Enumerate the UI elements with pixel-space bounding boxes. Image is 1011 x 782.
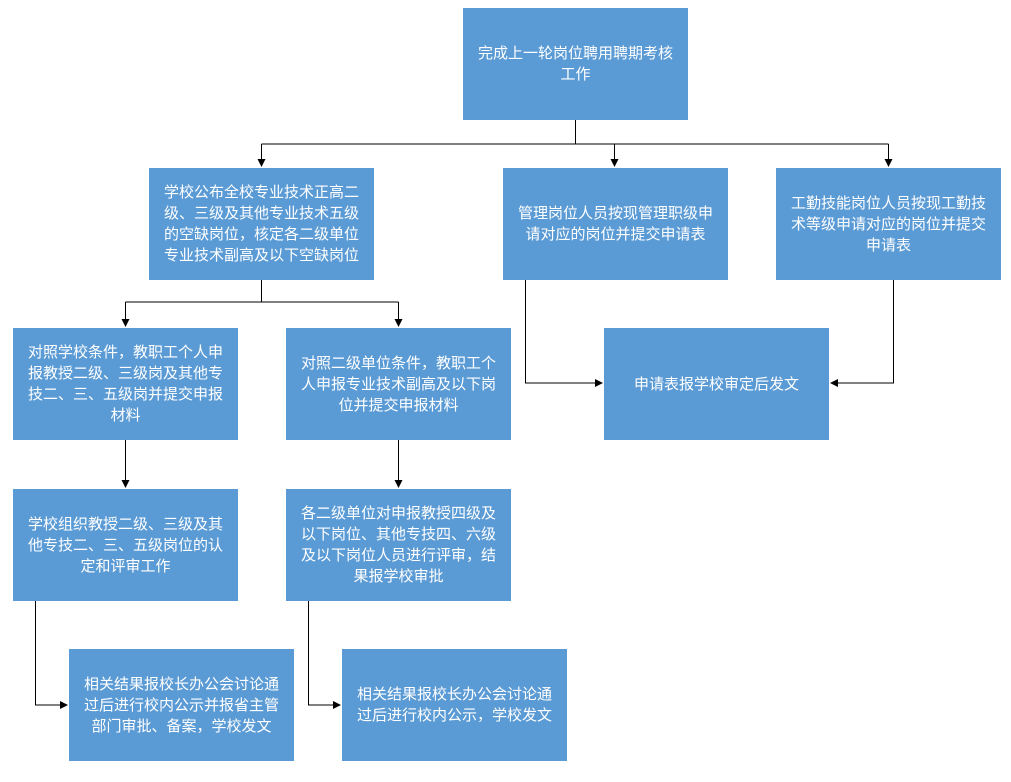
node-school-review: 学校组织教授二级、三级及其他专技二、三、五级岗位的认定和评审工作: [13, 489, 238, 601]
node-dept-result-publish-text: 相关结果报校长办公会讨论通过后进行校内公示，学校发文: [356, 685, 552, 724]
connector-dept-review-to-result: [308, 601, 341, 709]
node-dept-review: 各二级单位对申报教授四级及以下岗位、其他专技四、六级及以下岗位人员进行评审，结果…: [286, 489, 511, 601]
node-school-conditions-apply: 对照学校条件，教职工个人申报教授二级、三级岗及其他专技二、三、五级岗并提交申报材…: [13, 328, 238, 440]
node-start-text: 完成上一轮岗位聘用聘期考核工作: [477, 44, 673, 83]
node-school-result-publish: 相关结果报校长办公会讨论通过后进行校内公示并报省主管部门审批、备案，学校发文: [69, 649, 294, 761]
node-start: 完成上一轮岗位聘用聘期考核工作: [463, 8, 688, 120]
node-mgmt-apply: 管理岗位人员按现管理职级申请对应的岗位并提交申请表: [503, 168, 728, 280]
node-school-publish-text: 学校公布全校专业技术正高二级、三级及其他专业技术五级的空缺岗位，核定各二级单位专…: [163, 183, 359, 264]
node-application-approval: 申请表报学校审定后发文: [604, 328, 829, 440]
node-dept-conditions-apply-text: 对照二级单位条件，教职工个人申报专业技术副高及以下岗位并提交申报材料: [300, 353, 496, 414]
node-application-approval-text: 申请表报学校审定后发文: [633, 374, 799, 393]
node-school-result-publish-text: 相关结果报校长办公会讨论通过后进行校内公示并报省主管部门审批、备案，学校发文: [83, 674, 279, 735]
node-school-conditions-apply-text: 对照学校条件，教职工个人申报教授二级、三级岗及其他专技二、三、五级岗并提交申报材…: [27, 343, 223, 424]
node-dept-result-publish: 相关结果报校长办公会讨论通过后进行校内公示，学校发文: [342, 649, 567, 761]
node-school-review-text: 学校组织教授二级、三级及其他专技二、三、五级岗位的认定和评审工作: [27, 514, 223, 575]
connector-mgmt-to-approval: [525, 280, 603, 387]
node-dept-conditions-apply: 对照二级单位条件，教职工个人申报专业技术副高及以下岗位并提交申报材料: [286, 328, 511, 440]
node-worker-apply-text: 工勤技能岗位人员按现工勤技术等级申请对应的岗位并提交申请表: [790, 193, 986, 254]
node-dept-review-text: 各二级单位对申报教授四级及以下岗位、其他专技四、六级及以下岗位人员进行评审，结果…: [300, 504, 496, 585]
connector-worker-to-approval: [830, 280, 894, 387]
node-mgmt-apply-text: 管理岗位人员按现管理职级申请对应的岗位并提交申请表: [517, 204, 713, 243]
node-worker-apply: 工勤技能岗位人员按现工勤技术等级申请对应的岗位并提交申请表: [776, 168, 1001, 280]
connector-school-review-to-result: [35, 601, 68, 709]
node-school-publish: 学校公布全校专业技术正高二级、三级及其他专业技术五级的空缺岗位，核定各二级单位专…: [149, 168, 374, 280]
